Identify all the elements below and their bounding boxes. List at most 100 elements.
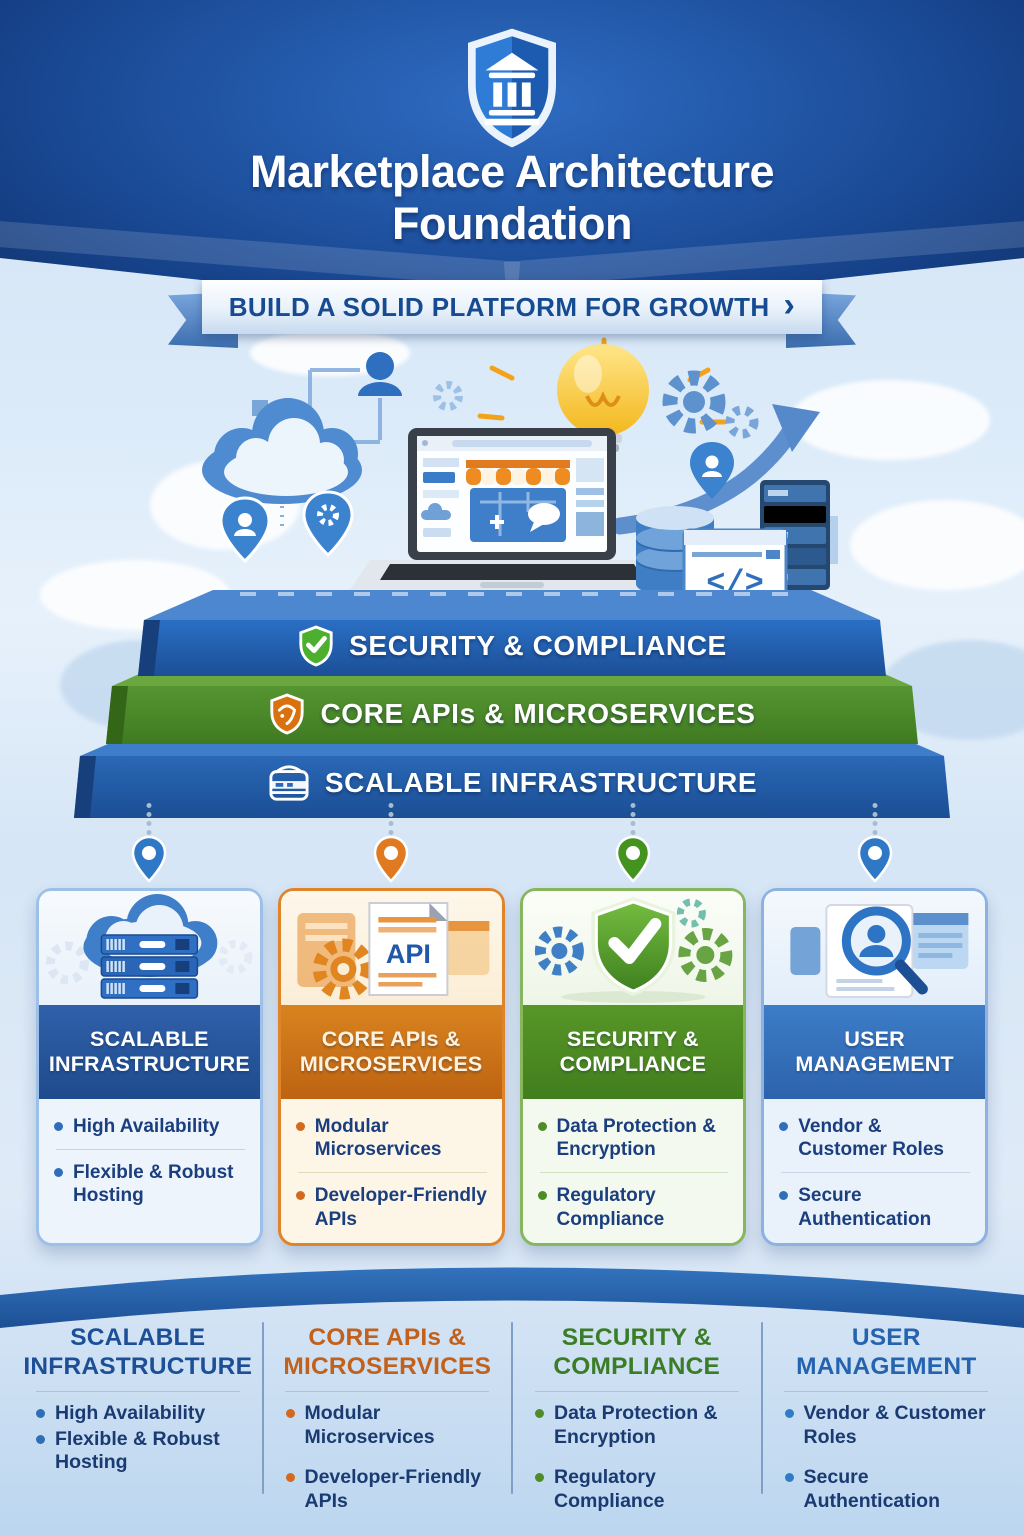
gear-icon (662, 370, 759, 439)
layer-label-text: SECURITY & COMPLIANCE (349, 630, 727, 661)
shield-badge-icon (270, 693, 305, 735)
bullet-item: Data Protection & Encryption (535, 1402, 749, 1450)
bullet-item: Modular Microservices (285, 1401, 500, 1450)
card-title: SECURITY & COMPLIANCE (522, 1005, 744, 1099)
bullet-text: Data Protection & Encryption (554, 1401, 718, 1448)
bullet-dot (784, 1473, 794, 1483)
bullet-item: Developer-Friendly APIs (295, 1184, 489, 1230)
bullet-dot (537, 1122, 547, 1131)
bullet-dot (535, 1473, 544, 1483)
summary-bullets: High Availability Flexible & Robust Host… (22, 1402, 254, 1475)
bullet-text: Regulatory Compliance (556, 1185, 665, 1230)
summary-title: USER MANAGEMENT (771, 1324, 1003, 1382)
cta-banner-label: BUILD A SOLID PLATFORM FOR GROWTH (228, 291, 770, 322)
divider (56, 1149, 245, 1151)
cloud-shape (790, 380, 990, 460)
map-pin-icon (132, 835, 167, 883)
bullet-text: High Availability (73, 1116, 220, 1137)
card-bullets: Modular Microservices Developer-Friendly… (281, 1099, 502, 1243)
bullet-dot (535, 1408, 544, 1418)
card-connector (371, 803, 411, 895)
bullet-item: Modular Microservices (295, 1115, 489, 1161)
bullet-item: Vendor & Customer Roles (784, 1402, 999, 1450)
dotted-connector (630, 803, 636, 835)
summary-title-line1: SECURITY & (561, 1324, 712, 1351)
bullet-dot (784, 1408, 794, 1418)
summary-col-core-apis: CORE APIs & MICROSERVICES Modular Micros… (264, 1308, 512, 1523)
card-bullets: High Availability Flexible & Robust Host… (39, 1099, 260, 1243)
card-scalable-infrastructure: SCALABLE INFRASTRUCTURE High Availabilit… (36, 803, 263, 1246)
summary-bullets: Vendor & Customer Roles Secure Authentic… (771, 1402, 1003, 1514)
summary-title-line1: USER (851, 1324, 921, 1351)
map-pin-icon (857, 835, 892, 883)
bullet-item: Secure Authentication (784, 1466, 999, 1514)
marketplace-illustration: </> (202, 337, 838, 604)
summary-title-line1: CORE APIs & (308, 1324, 467, 1351)
laptop-marketplace-icon (350, 428, 674, 590)
map-pin-icon (615, 835, 651, 883)
card-security-compliance: SECURITY & COMPLIANCE Data Protection & … (519, 803, 747, 1246)
summary-col-security-compliance: SECURITY & COMPLIANCE Data Protection & … (513, 1308, 761, 1523)
profile-magnifier-icon (764, 891, 985, 1005)
layer-label-text: CORE APIs & MICROSERVICES (320, 698, 756, 729)
layer-label-infrastructure: SCALABLE INFRASTRUCTURE (0, 757, 1024, 809)
bullet-item: High Availability (54, 1115, 247, 1138)
bullet-item: Developer-Friendly APIs (285, 1466, 500, 1514)
card-title-line2: MICROSERVICES (299, 1052, 483, 1076)
layer-label-apis: CORE APIs & MICROSERVICES (0, 688, 1024, 740)
bullet-dot (54, 1122, 63, 1131)
vertical-divider (760, 1322, 763, 1494)
divider (784, 1390, 989, 1392)
bullet-item: High Availability (36, 1402, 250, 1426)
bullet-dot (537, 1191, 547, 1201)
card-core-apis: API CORE APIs & MICROSERVICES Modular Mi… (277, 803, 505, 1246)
summary-col-scalable-infrastructure: SCALABLE INFRASTRUCTURE High Availabilit… (14, 1308, 262, 1523)
bullet-item: Secure Authentication (779, 1184, 972, 1230)
bullet-text: Data Protection & Encryption (556, 1116, 716, 1161)
bullet-item: Flexible & Robust Hosting (36, 1428, 250, 1476)
cloud-shape (850, 500, 1024, 590)
card-bullets: Data Protection & Encryption Regulatory … (523, 1099, 744, 1243)
summary-bullets: Modular Microservices Developer-Friendly… (272, 1402, 504, 1514)
feature-cards-row: SCALABLE INFRASTRUCTURE High Availabilit… (36, 803, 988, 1246)
bullet-dot (779, 1122, 789, 1131)
summary-title: SECURITY & COMPLIANCE (521, 1324, 753, 1382)
bullet-text: Modular Microservices (314, 1116, 442, 1161)
bank-shield-icon (468, 28, 556, 148)
cloud-computing-icon (202, 398, 362, 504)
summary-bullets: Data Protection & Encryption Regulatory … (521, 1402, 753, 1514)
card-title: SCALABLE INFRASTRUCTURE (39, 1005, 260, 1099)
summary-col-user-management: USER MANAGEMENT Vendor & Customer Roles … (763, 1308, 1011, 1523)
bullet-text: Modular Microservices (304, 1401, 435, 1448)
bullet-dot (285, 1408, 295, 1418)
bullet-text: Developer-Friendly APIs (304, 1466, 482, 1513)
card-title: CORE APIs & MICROSERVICES (280, 1005, 502, 1099)
user-pin-icon (219, 496, 271, 564)
card-title-line1: USER (844, 1026, 905, 1051)
divider (35, 1390, 240, 1392)
bullet-text: Flexible & Robust Hosting (73, 1162, 234, 1207)
bullet-dot (285, 1473, 295, 1483)
page-title-line2: Foundation (392, 198, 632, 250)
gear-pin-icon (302, 490, 354, 558)
summary-section: SCALABLE INFRASTRUCTURE High Availabilit… (14, 1308, 1010, 1523)
card-title-line2: INFRASTRUCTURE (48, 1052, 250, 1076)
cta-banner-button[interactable]: BUILD A SOLID PLATFORM FOR GROWTH › (202, 280, 822, 334)
bullet-text: Developer-Friendly APIs (314, 1185, 487, 1230)
summary-title-line2: COMPLIANCE (553, 1352, 721, 1380)
vertical-divider (511, 1322, 513, 1494)
person-node-icon (358, 352, 402, 396)
card-connector (129, 803, 169, 895)
bullet-text: Vendor & Customer Roles (798, 1116, 944, 1161)
divider (781, 1172, 970, 1174)
divider (534, 1390, 739, 1392)
card-connector (855, 803, 895, 895)
bullet-dot (295, 1191, 305, 1201)
bullet-text: Secure Authentication (798, 1185, 932, 1230)
layer-label-text: SCALABLE INFRASTRUCTURE (324, 767, 758, 798)
code-window-icon: </> (682, 528, 788, 604)
bullet-dot (295, 1122, 305, 1131)
layer-label-security: SECURITY & COMPLIANCE (0, 620, 1024, 672)
bullet-text: High Availability (55, 1401, 206, 1424)
